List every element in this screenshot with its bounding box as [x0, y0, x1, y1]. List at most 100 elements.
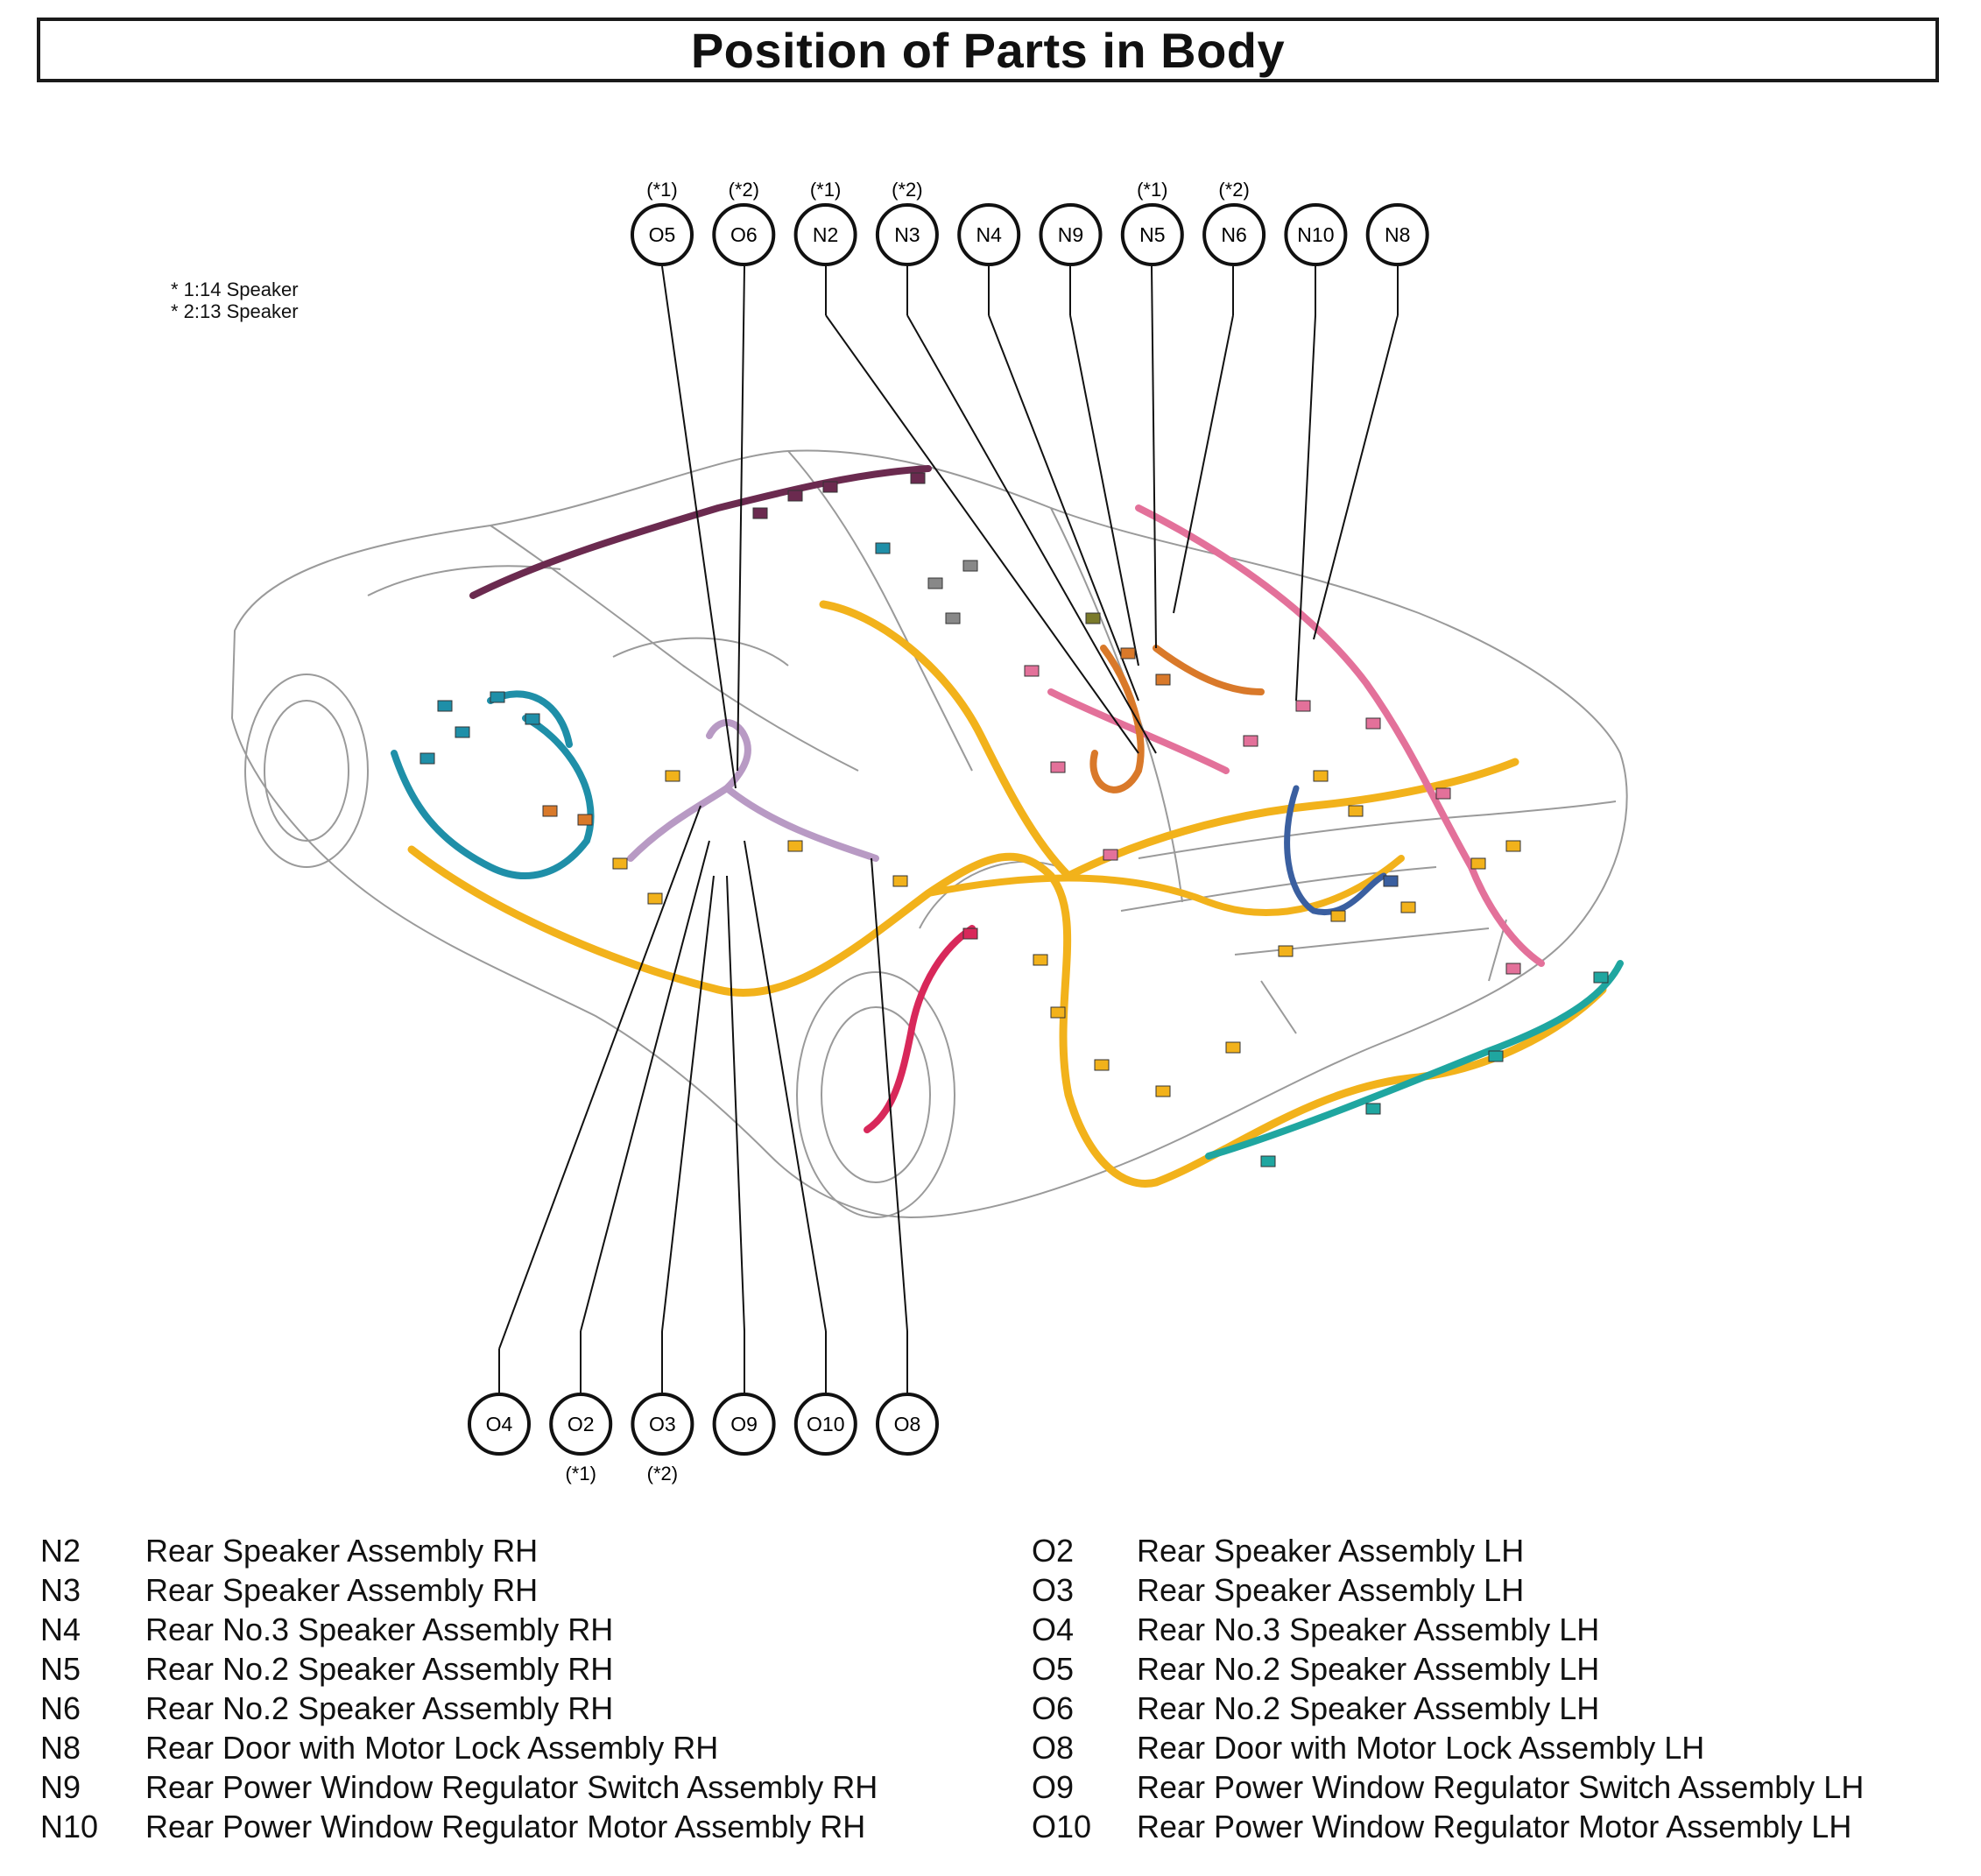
callout-n3: N3(*2)	[875, 179, 939, 266]
callout-code: O9	[730, 1413, 758, 1435]
callout-o6: O6(*2)	[712, 179, 776, 266]
legend-part-name: Rear Power Window Regulator Motor Assemb…	[145, 1808, 866, 1844]
callout-circle	[957, 203, 1021, 266]
harness-purple	[469, 465, 932, 599]
legend-code: N10	[40, 1808, 99, 1844]
legend-row: O9 Rear Power Window Regulator Switch Ass…	[1032, 1767, 1864, 1807]
connector-block	[1033, 954, 1048, 966]
callout-code: O8	[894, 1413, 921, 1435]
bottom-callouts: O4 O2(*1) O3(*2) O9 O10 O8	[468, 1393, 939, 1485]
callout-code: O5	[649, 223, 676, 246]
callout-o3: O3(*2)	[631, 1393, 694, 1485]
callout-circle	[1202, 203, 1266, 266]
legend-code: N5	[40, 1650, 81, 1687]
legend-part-name: Rear Power Window Regulator Switch Assem…	[1137, 1768, 1865, 1805]
connector-block	[1330, 910, 1346, 922]
callout-code: N4	[976, 223, 1002, 246]
connector-block	[910, 472, 926, 484]
legend-code: O8	[1032, 1729, 1075, 1766]
legend-code: O9	[1032, 1768, 1075, 1805]
legend-row: O8 Rear Door with Motor Lock Assembly LH	[1032, 1728, 1864, 1767]
callout-code: O4	[486, 1413, 513, 1435]
connector-block	[1103, 849, 1118, 861]
legend-part-name: Rear Speaker Assembly LH	[1137, 1571, 1525, 1608]
connector-block	[612, 857, 628, 870]
callout-note-mark: (*1)	[646, 179, 677, 201]
legend-part-name: Rear Power Window Regulator Motor Assemb…	[1137, 1808, 1852, 1844]
callout-o2: O2(*1)	[549, 1393, 613, 1485]
connector-block	[1505, 963, 1521, 975]
legend-part-name: Rear Speaker Assembly RH	[145, 1571, 539, 1608]
callout-o4: O4	[468, 1393, 531, 1456]
footnote-2: * 2:13 Speaker	[171, 300, 299, 322]
connector-block	[419, 752, 435, 765]
callout-o8: O8	[876, 1393, 939, 1456]
harness-main	[407, 600, 1607, 1188]
connector-block	[1260, 1155, 1276, 1167]
callout-code: N10	[1297, 223, 1334, 246]
connector-block	[1470, 857, 1486, 870]
callout-note-mark: (*1)	[1137, 179, 1167, 201]
legend-part-name: Rear Speaker Assembly RH	[145, 1532, 539, 1569]
harness-teal	[391, 690, 595, 879]
callout-code: N8	[1385, 223, 1410, 246]
legend-part-name: Rear Door with Motor Lock Assembly LH	[1137, 1729, 1705, 1766]
callout-n10: N10	[1284, 203, 1348, 266]
legend-code: N8	[40, 1729, 81, 1766]
legend-part-name: Rear No.2 Speaker Assembly LH	[1137, 1689, 1600, 1726]
wheel-front-left	[796, 971, 955, 1218]
connector-block	[1488, 1050, 1504, 1062]
legend-part-name: Rear Power Window Regulator Switch Assem…	[145, 1768, 878, 1805]
callout-circle	[793, 203, 857, 266]
callout-code: N9	[1058, 223, 1083, 246]
connector-block	[945, 612, 961, 624]
connector-block	[787, 490, 803, 502]
callout-circle	[876, 1393, 939, 1456]
connector-block	[822, 481, 838, 493]
connector-block	[787, 840, 803, 852]
legend-code: N9	[40, 1768, 81, 1805]
page-title: Position of Parts in Body	[690, 22, 1286, 78]
legend-code: N4	[40, 1611, 81, 1647]
callout-circle	[549, 1393, 613, 1456]
legend-part-name: Rear No.2 Speaker Assembly RH	[145, 1650, 614, 1687]
connector-block	[665, 770, 680, 782]
connector-block	[1313, 770, 1329, 782]
connector-block	[1435, 787, 1451, 800]
connector-block	[927, 577, 943, 589]
harness-orange	[1089, 645, 1265, 793]
footnote-1: * 1:14 Speaker	[171, 279, 299, 300]
title-box: Position of Parts in Body	[37, 18, 1939, 82]
connector-block	[1085, 612, 1101, 624]
legend-code: O2	[1032, 1532, 1075, 1569]
connector-block	[1155, 674, 1171, 686]
connector-block	[1120, 647, 1136, 659]
callout-code: N2	[813, 223, 838, 246]
callout-code: N6	[1221, 223, 1246, 246]
harness-red	[864, 925, 976, 1133]
callout-circle	[1284, 203, 1348, 266]
connector-block	[752, 507, 768, 519]
legend-code: O5	[1032, 1650, 1075, 1687]
connector-blocks	[419, 472, 1609, 1167]
legend-row: N10 Rear Power Window Regulator Motor Ass…	[40, 1807, 878, 1846]
connector-block	[1505, 840, 1521, 852]
callout-note-mark: (*1)	[810, 179, 841, 201]
connector-block	[1348, 805, 1364, 817]
connector-block	[1400, 901, 1416, 913]
legend-part-name: Rear No.3 Speaker Assembly LH	[1137, 1611, 1600, 1647]
legend-part-name: Rear No.2 Speaker Assembly LH	[1137, 1650, 1600, 1687]
callout-o10: O10	[793, 1393, 857, 1456]
legend-row: N5 Rear No.2 Speaker Assembly RH	[40, 1649, 878, 1689]
connector-block	[1225, 1041, 1241, 1054]
